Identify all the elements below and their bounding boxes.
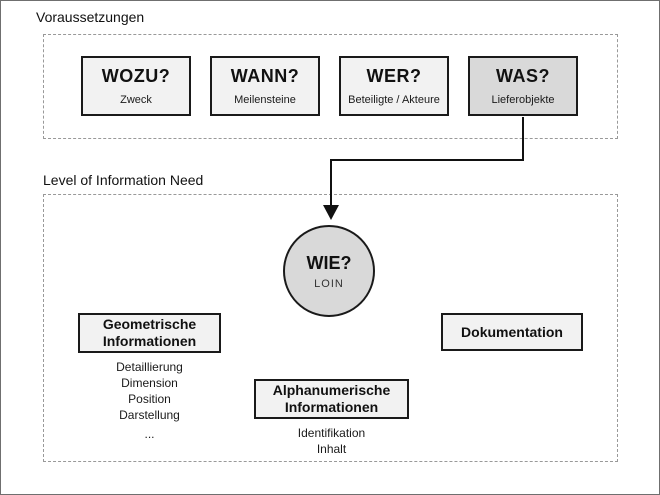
- question-box-wozu: WOZU? Zweck: [81, 56, 191, 116]
- alphanumeric-item: Identifikation: [297, 426, 366, 440]
- question-box-was: WAS? Lieferobjekte: [468, 56, 578, 116]
- documentation-box: Dokumentation: [441, 313, 583, 351]
- geometric-info-heading-line2: Informationen: [102, 333, 197, 349]
- geometric-info-box: Geometrische Informationen: [78, 313, 221, 353]
- geometric-item-ellipsis: ...: [144, 427, 155, 441]
- question-box-wozu-title: WOZU?: [101, 66, 171, 86]
- alphanumeric-info-box: Alphanumerische Informationen: [254, 379, 409, 419]
- wie-loin-circle: WIE? LOIN: [283, 225, 375, 317]
- alphanumeric-info-heading-line1: Alphanumerische: [272, 382, 391, 398]
- alphanumeric-item: Inhalt: [316, 442, 347, 456]
- question-box-wer-title: WER?: [366, 66, 422, 86]
- wie-circle-label: LOIN: [314, 277, 344, 290]
- question-box-wozu-label: Zweck: [120, 94, 152, 106]
- geometric-item: Dimension: [121, 376, 178, 390]
- geometric-info-items: Detaillierung Dimension Position Darstel…: [78, 359, 221, 442]
- geometric-info-heading-line1: Geometrische: [102, 316, 197, 332]
- question-box-was-title: WAS?: [496, 66, 550, 86]
- alphanumeric-info-items: Identifikation Inhalt: [254, 425, 409, 457]
- loin-section-title: Level of Information Need: [43, 172, 204, 188]
- geometric-item: Position: [128, 392, 171, 406]
- geometric-item: Detaillierung: [116, 360, 183, 374]
- question-box-wer-label: Beteiligte / Akteure: [348, 94, 440, 106]
- question-box-was-label: Lieferobjekte: [491, 94, 555, 106]
- question-box-wann: WANN? Meilensteine: [210, 56, 320, 116]
- question-box-wann-title: WANN?: [230, 66, 300, 86]
- documentation-heading: Dokumentation: [461, 323, 563, 340]
- voraussetzungen-section-title: Voraussetzungen: [36, 9, 145, 25]
- alphanumeric-info-heading-line2: Informationen: [284, 399, 379, 415]
- geometric-item: Darstellung: [119, 408, 180, 422]
- question-box-wann-label: Meilensteine: [234, 94, 296, 106]
- question-box-wer: WER? Beteiligte / Akteure: [339, 56, 449, 116]
- wie-circle-title: WIE?: [306, 252, 352, 273]
